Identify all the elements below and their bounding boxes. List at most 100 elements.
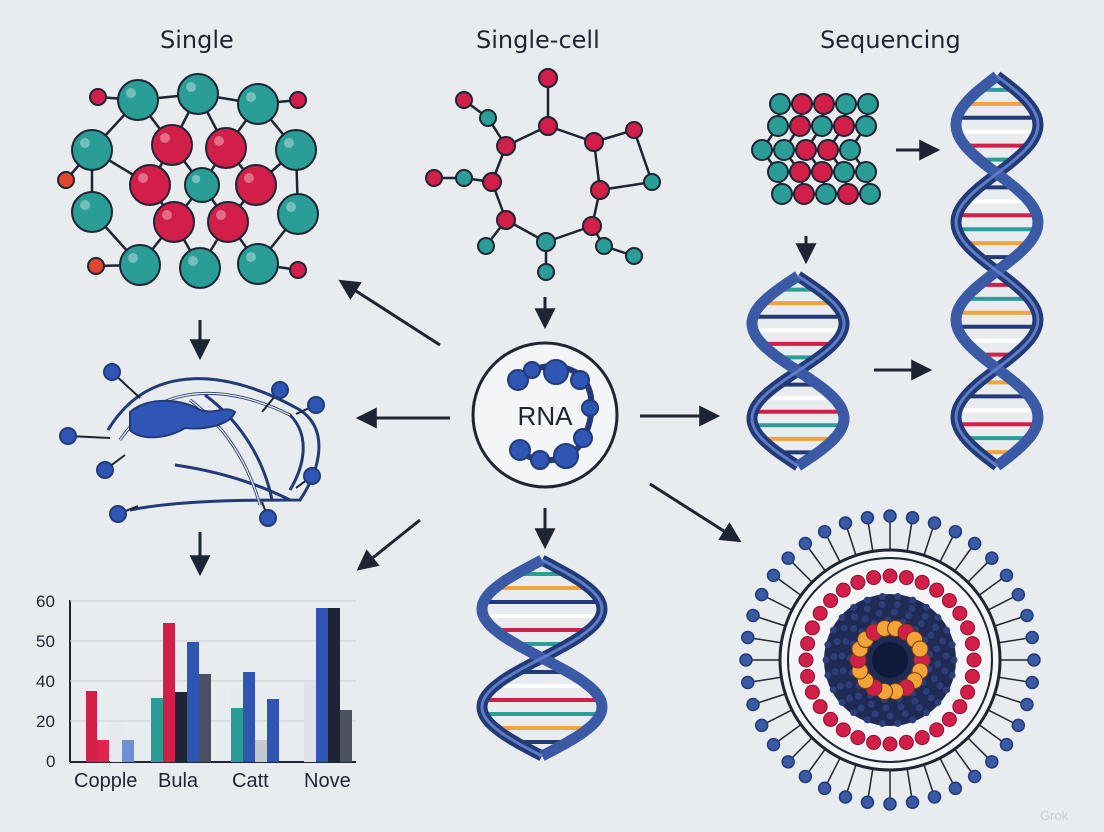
rna-bead [553,443,579,469]
bar [151,698,163,762]
category-label: Bula [158,770,199,792]
bar [328,608,340,762]
vesicle-particle [800,668,816,684]
core-particle [911,640,929,658]
atom-node [789,161,811,183]
atom-node [71,129,113,171]
atom-node [184,167,220,203]
surface-node [1011,718,1026,733]
vesicle-particle [882,568,898,584]
atom-node [537,263,555,281]
vesicle-particle [823,593,839,609]
bar [316,608,328,762]
atom-node [857,93,879,115]
vesicle-particle [966,652,982,668]
atom-node [837,183,859,205]
atom-node [153,201,195,243]
heading-single: Single [160,26,234,54]
atom-node [271,381,289,399]
atom-node [813,93,835,115]
bar [97,740,109,762]
atom-node [791,93,813,115]
dna-helix-icon [746,271,850,471]
atom-node [793,183,815,205]
y-tick-label: 60 [36,592,55,611]
small-molecule-cluster-icon [751,93,881,205]
atom-node [769,93,791,115]
atom-node [643,173,661,191]
branched-molecule-icon [425,68,661,281]
atom-node [835,93,857,115]
atom-node [129,164,171,206]
atom-node [205,127,247,169]
heading-single-cell: Single-cell [476,26,600,54]
surface-node [927,790,942,804]
atom-node [496,210,516,230]
surface-node [883,509,897,523]
atom-node [455,169,473,187]
atom-node [795,139,817,161]
atom-node [789,115,811,137]
surface-node [860,511,875,525]
atom-node [89,88,107,106]
atom-node [117,79,159,121]
vesicle-particle [964,636,980,652]
y-tick-label: 40 [36,672,55,691]
vesicle-particle [960,620,976,636]
vesicle-particle [898,734,914,750]
bar [340,710,352,762]
cell-vesicle-icon [739,509,1041,811]
atom-node [859,183,881,205]
vesicle-particle [964,668,980,684]
atom-node [289,91,307,109]
surface-node [746,697,760,712]
surface-node [883,797,897,811]
atom-node [179,247,221,289]
atom-node [496,136,516,156]
watermark: Grok [1040,808,1069,823]
atom-node [625,247,643,265]
dna-helix-icon [950,71,1044,471]
vesicle-particle [850,574,866,590]
atom-node [536,232,556,252]
atom-node [538,68,558,88]
vesicle-particle [882,736,898,752]
vesicle-particle [866,570,882,586]
surface-node [860,795,875,809]
category-label: Catt [232,770,269,792]
surface-node [905,795,920,809]
atom-node [207,201,249,243]
atom-node [482,172,502,192]
atom-node [303,467,321,485]
bar [187,642,199,762]
vesicle-particle [823,711,839,727]
arrow-icon [356,518,421,571]
surface-node [967,769,982,784]
rna-bead [581,399,599,417]
vesicle-particle [850,730,866,746]
rna-bead [543,359,569,385]
rna-bead [509,439,531,461]
vesicle-particle [800,636,816,652]
surface-node [1025,630,1039,645]
atom-node [259,509,277,527]
heading-sequencing: Sequencing [820,26,961,54]
vesicle-particle [798,652,814,668]
bar [163,623,175,762]
vesicle-particle [812,605,828,621]
atom-node [237,243,279,285]
atom-node [71,191,113,233]
arrow-icon [338,279,441,347]
surface-node [1027,653,1041,667]
atom-node [237,83,279,125]
bar [86,691,97,762]
bar [199,674,211,762]
surface-node [766,737,781,752]
atom-node [307,396,325,414]
bar [110,722,122,762]
rna-bead [523,361,541,379]
surface-node [781,755,795,769]
surface-node [1025,675,1039,690]
